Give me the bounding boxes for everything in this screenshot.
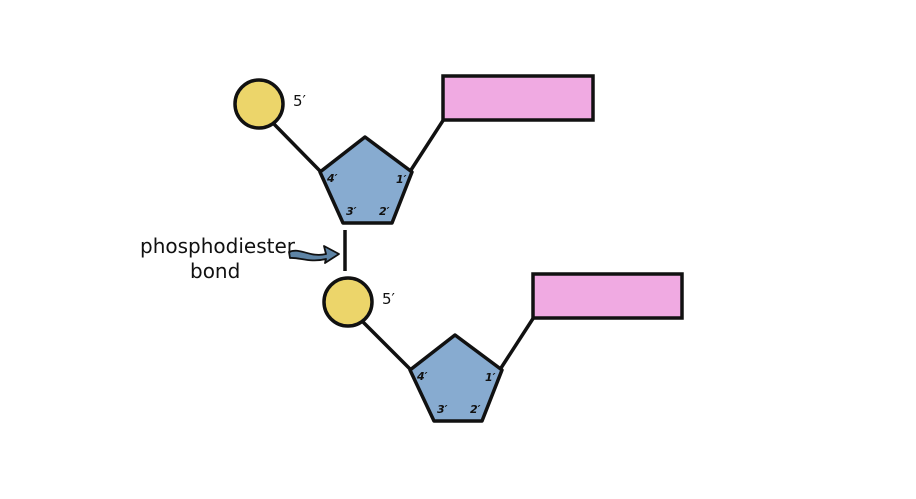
deoxyribose-sugar-2 bbox=[408, 333, 504, 423]
phosphate-sugar-link-2 bbox=[359, 318, 413, 372]
carbon-label-4-prime-1: 4′ bbox=[326, 172, 338, 185]
carbon-label-1-prime-2: 1′ bbox=[485, 371, 496, 384]
phosphate-sugar-link-1 bbox=[270, 120, 323, 174]
nitrogenous-base-2 bbox=[531, 272, 684, 320]
phosphate-label-2: 5′ bbox=[382, 290, 396, 308]
deoxyribose-sugar-1 bbox=[318, 135, 414, 225]
callout-arrow-icon bbox=[288, 245, 340, 264]
callout-label-line1: phosphodiester bbox=[140, 234, 296, 258]
phosphate-label-1: 5′ bbox=[293, 92, 307, 110]
phosphate-group-2 bbox=[322, 276, 374, 328]
callout-label-line2: bond bbox=[190, 259, 240, 283]
sugar-base-link-1 bbox=[409, 117, 446, 172]
carbon-label-2-prime-1: 2′ bbox=[379, 205, 390, 218]
sugar-base-link-2 bbox=[499, 315, 536, 370]
nucleotide-2: 5′ 4′ 1′ 3′ 2′ bbox=[322, 272, 684, 423]
carbon-label-2-prime-2: 2′ bbox=[470, 403, 481, 416]
carbon-label-3-prime-1: 3′ bbox=[346, 205, 357, 218]
carbon-label-3-prime-2: 3′ bbox=[437, 403, 448, 416]
carbon-label-4-prime-2: 4′ bbox=[416, 370, 428, 383]
nucleotide-1: 5′ 4′ 1′ 3′ 2′ bbox=[233, 74, 595, 225]
carbon-label-1-prime-1: 1′ bbox=[396, 173, 407, 186]
phosphate-group-1 bbox=[233, 78, 285, 130]
nitrogenous-base-1 bbox=[441, 74, 595, 122]
